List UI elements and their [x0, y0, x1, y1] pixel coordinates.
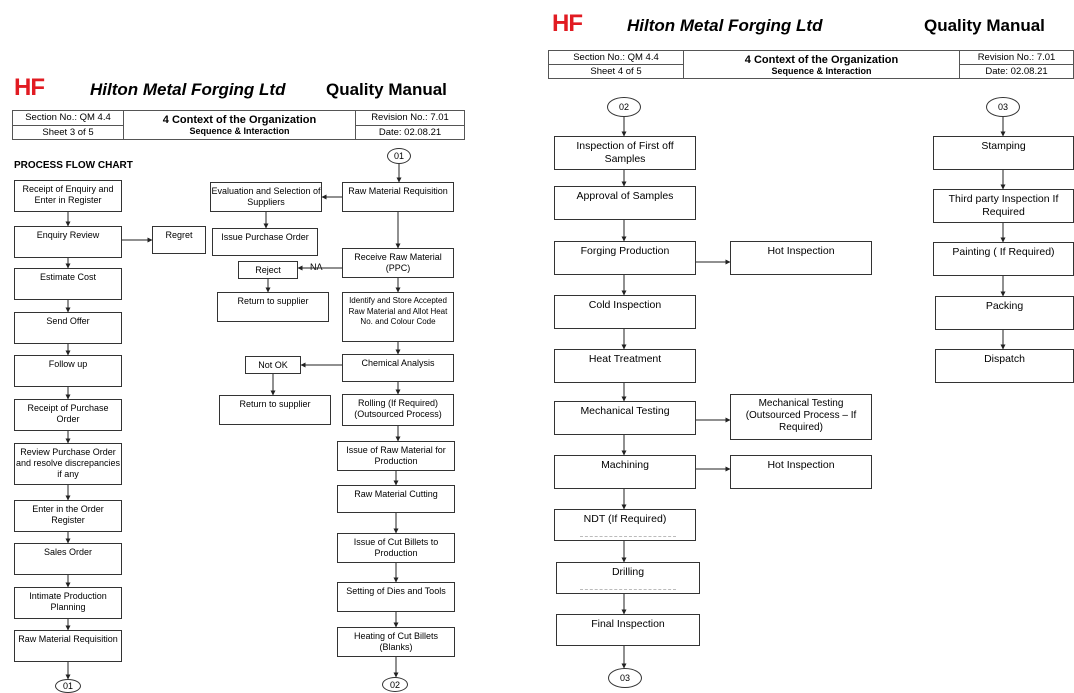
connector-01-top: 01	[387, 148, 411, 164]
flow-box-third-party-inspection: Third party Inspection If Required	[933, 189, 1074, 223]
flow-box-first-off-inspection: Inspection of First off Samples	[554, 136, 696, 170]
flow-box-rolling: Rolling (If Required) (Outsourced Proces…	[342, 394, 454, 426]
manual-title-2: Quality Manual	[924, 16, 1045, 35]
drilling-dash-decoration	[580, 589, 676, 590]
flow-box-hot-inspection-1: Hot Inspection	[730, 241, 872, 275]
company-name: Hilton Metal Forging Ltd	[90, 80, 286, 99]
connector-03-top: 03	[986, 97, 1020, 117]
flow-box-issue-po: Issue Purchase Order	[212, 228, 318, 256]
ndt-dash-decoration	[580, 536, 676, 537]
flow-box-final-inspection: Final Inspection	[556, 614, 700, 646]
doc-title-cell-2: 4 Context of the Organization Sequence &…	[683, 50, 960, 79]
doc-title: 4 Context of the Organization	[162, 114, 317, 126]
flow-box-estimate-cost: Estimate Cost	[14, 268, 122, 300]
flow-box-receive-rm: Receive Raw Material (PPC)	[342, 248, 454, 278]
flow-box-dispatch: Dispatch	[935, 349, 1074, 383]
flow-box-heat-treatment: Heat Treatment	[554, 349, 696, 383]
flow-box-evaluation-suppliers: Evaluation and Selection of Suppliers	[210, 182, 322, 212]
doc-subtitle: Sequence & Interaction	[189, 126, 290, 136]
doc-title-2: 4 Context of the Organization	[744, 54, 899, 66]
connector-02-top: 02	[607, 97, 641, 117]
flow-box-return-supplier-1: Return to supplier	[217, 292, 329, 322]
flow-box-machining: Machining	[554, 455, 696, 489]
na-label: NA	[310, 262, 323, 272]
date: Date: 02.08.21	[355, 125, 465, 140]
flow-box-receipt-enquiry: Receipt of Enquiry and Enter in Register	[14, 180, 122, 212]
flow-box-regret: Regret	[152, 226, 206, 254]
flow-box-rm-requisition-left: Raw Material Requisition	[14, 630, 122, 662]
flow-box-heating-billets: Heating of Cut Billets (Blanks)	[337, 627, 455, 657]
flow-box-cold-inspection: Cold Inspection	[554, 295, 696, 329]
flow-box-chemical-analysis: Chemical Analysis	[342, 354, 454, 382]
flow-box-order-register: Enter in the Order Register	[14, 500, 122, 532]
company-logo: HF	[14, 74, 45, 101]
manual-title: Quality Manual	[326, 80, 447, 99]
flow-box-receipt-po: Receipt of Purchase Order	[14, 399, 122, 431]
flow-title: PROCESS FLOW CHART	[14, 160, 133, 171]
company-logo-2: HF	[552, 10, 583, 37]
flow-box-mechanical-testing: Mechanical Testing	[554, 401, 696, 435]
flow-box-sales-order: Sales Order	[14, 543, 122, 575]
doc-subtitle-2: Sequence & Interaction	[771, 66, 872, 76]
flow-box-drilling: Drilling	[556, 562, 700, 594]
connector-03-bottom: 03	[608, 668, 642, 688]
flow-box-intimate-planning: Intimate Production Planning	[14, 587, 122, 619]
flow-box-rm-requisition-right: Raw Material Requisition	[342, 182, 454, 212]
flow-box-rm-cutting: Raw Material Cutting	[337, 485, 455, 513]
flow-box-review-po: Review Purchase Order and resolve discre…	[14, 443, 122, 485]
flow-box-approval-samples: Approval of Samples	[554, 186, 696, 220]
flow-box-mechanical-testing-outsourced: Mechanical Testing (Outsourced Process –…	[730, 394, 872, 440]
flow-box-packing: Packing	[935, 296, 1074, 330]
flow-box-return-supplier-2: Return to supplier	[219, 395, 331, 425]
flow-box-forging-production: Forging Production	[554, 241, 696, 275]
flow-box-send-offer: Send Offer	[14, 312, 122, 344]
flow-box-hot-inspection-2: Hot Inspection	[730, 455, 872, 489]
flow-box-identify-store: Identify and Store Accepted Raw Material…	[342, 292, 454, 342]
flow-box-ndt: NDT (If Required)	[554, 509, 696, 541]
flow-box-enquiry-review: Enquiry Review	[14, 226, 122, 258]
flow-box-follow-up: Follow up	[14, 355, 122, 387]
flow-box-setting-dies: Setting of Dies and Tools	[337, 582, 455, 612]
company-name-2: Hilton Metal Forging Ltd	[627, 16, 823, 35]
flow-box-issue-rm: Issue of Raw Material for Production	[337, 441, 455, 471]
flow-box-painting: Painting ( If Required)	[933, 242, 1074, 276]
flow-box-issue-cut-billets: Issue of Cut Billets to Production	[337, 533, 455, 563]
